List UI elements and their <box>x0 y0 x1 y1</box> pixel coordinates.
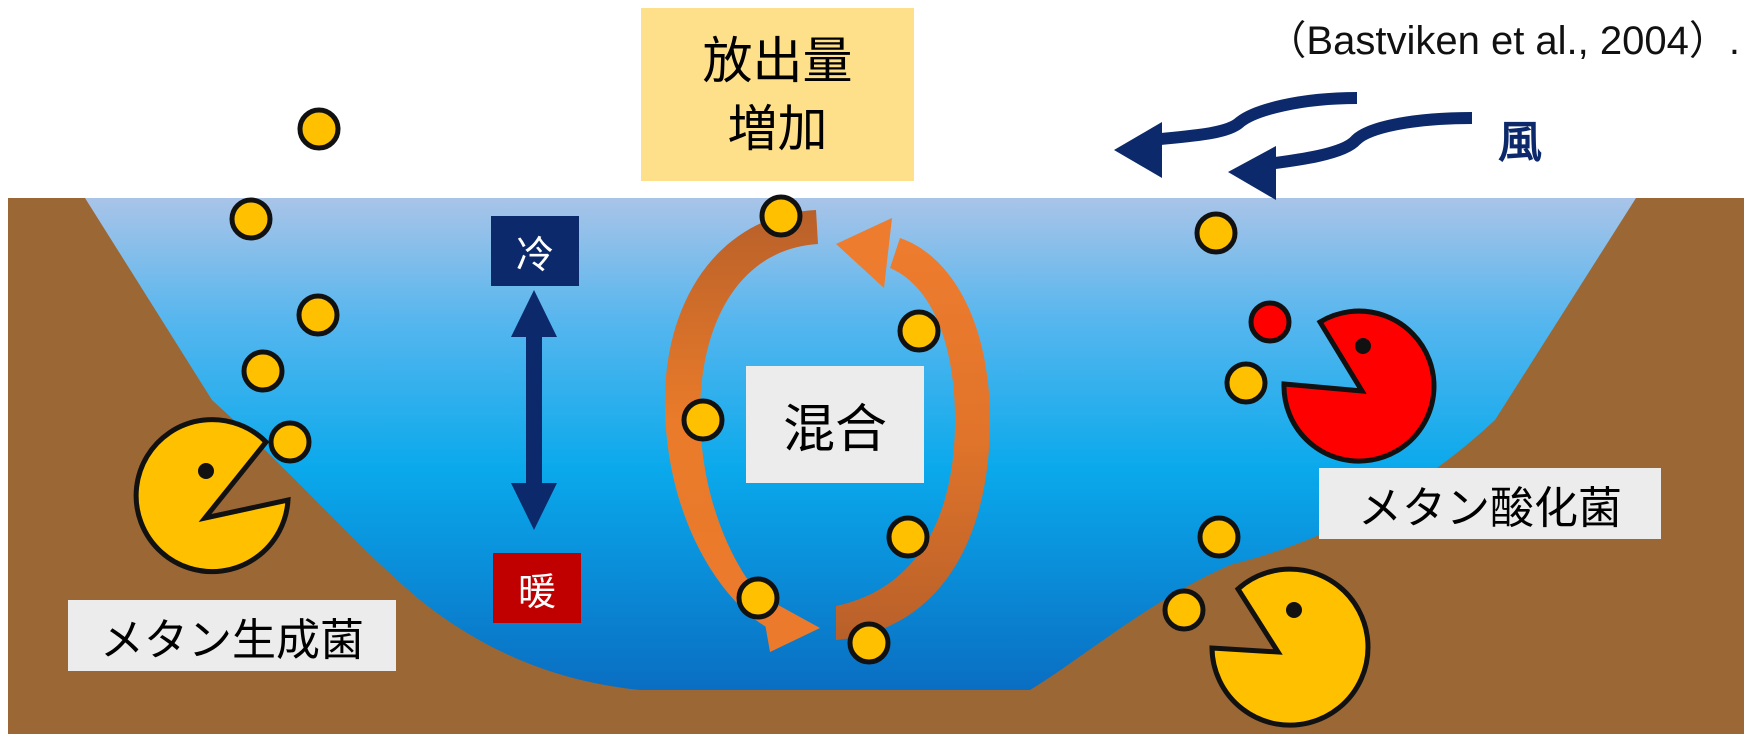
methane-bubble <box>268 420 312 464</box>
wind-arrowhead-upper <box>1114 122 1162 178</box>
methane-bubble <box>759 194 803 238</box>
methanotroph-pacman <box>1281 308 1437 464</box>
methane-bubble <box>886 515 930 559</box>
methane-bubble <box>1197 515 1241 559</box>
methanotroph-pacman-yellow <box>1209 566 1371 728</box>
methanotroph-yellow-eye <box>1286 602 1302 618</box>
methanotroph-label: メタン酸化菌 <box>1319 468 1661 539</box>
methane-bubble <box>736 576 780 620</box>
methane-bubble <box>1224 361 1268 405</box>
wind-arrowhead-lower <box>1228 146 1276 200</box>
methane-bubble <box>1194 211 1238 255</box>
methane-bubble <box>1162 588 1206 632</box>
methanotroph-eye <box>1355 338 1371 354</box>
methane-bubble <box>229 197 273 241</box>
methane-bubble <box>681 398 725 442</box>
wind-arrows <box>1149 92 1473 171</box>
mixing-label: 混合 <box>746 366 924 483</box>
methane-bubble <box>847 621 891 665</box>
emission-label-line1: 放出量 <box>702 31 853 90</box>
methanogen-label: メタン生成菌 <box>68 600 396 671</box>
methanogen-eye <box>198 463 214 479</box>
emission-label-line2: 増加 <box>727 99 828 158</box>
cold-label: 冷 <box>491 216 579 286</box>
wind-label: 風 <box>1498 117 1542 168</box>
oxidized-methane-bubble <box>1248 300 1292 344</box>
temperature-double-arrow <box>511 290 557 530</box>
emission-increase-label: 放出量 増加 <box>641 8 914 181</box>
citation-text: （Bastviken et al., 2004）. <box>1266 19 1740 63</box>
methane-bubble <box>241 349 285 393</box>
methanogen-pacman <box>133 417 291 575</box>
warm-label: 暖 <box>493 553 581 623</box>
methane-bubble <box>897 309 941 353</box>
methane-bubble <box>296 293 340 337</box>
methane-bubble <box>297 107 341 151</box>
methane-bubbles <box>229 107 1268 665</box>
